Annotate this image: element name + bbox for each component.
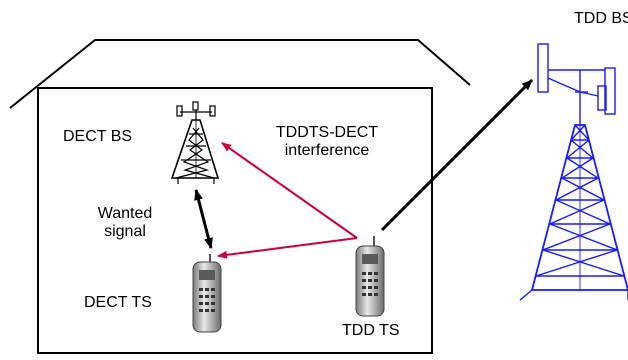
wanted-signal-arrow xyxy=(194,189,213,249)
interference-label: TDDTS-DECT interference xyxy=(262,124,392,161)
interference-label-line1: TDDTS-DECT xyxy=(275,124,379,141)
wanted-signal-label-line2: signal xyxy=(104,223,146,241)
house-outline xyxy=(9,39,471,354)
dect-ts-phone-icon xyxy=(192,254,222,333)
dect-bs-tower-icon xyxy=(170,101,220,184)
wanted-signal-label: Wanted signal xyxy=(88,205,162,242)
dect-bs-label: DECT BS xyxy=(63,128,133,145)
tdd-uplink-arrow xyxy=(380,78,534,232)
dect-ts-label: DECT TS xyxy=(84,294,152,311)
tdd-bs-label: TDD BS xyxy=(574,10,628,27)
interference-arrow-to-dect-ts xyxy=(217,237,358,259)
tdd-ts-phone-icon xyxy=(355,236,385,317)
tdd-ts-label: TDD TS xyxy=(342,322,400,339)
interference-arrow-to-dect-bs xyxy=(221,142,358,239)
interference-label-line2: interference xyxy=(284,142,370,160)
wanted-signal-label-line1: Wanted xyxy=(97,205,153,222)
tdd-bs-tower-icon xyxy=(519,43,628,301)
